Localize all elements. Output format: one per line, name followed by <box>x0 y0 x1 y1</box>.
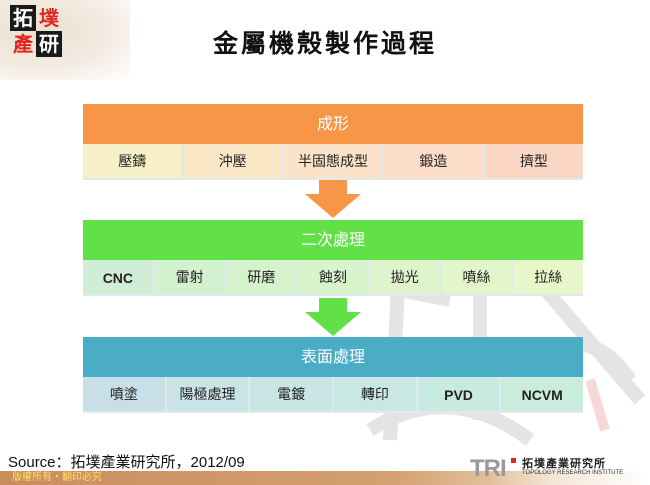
process-cell: 研磨 <box>226 260 299 296</box>
process-cell: 電鍍 <box>250 377 335 413</box>
process-cell: 鍛造 <box>384 144 485 180</box>
process-cell: 陽極處理 <box>166 377 251 413</box>
process-cell: PVD <box>417 377 502 413</box>
down-arrow-icon <box>305 298 361 336</box>
logo-char: 產 <box>13 32 33 56</box>
source-citation: Source：拓墣產業研究所，2012/09 <box>8 454 245 471</box>
section-header-surface: 表面處理 <box>83 337 583 377</box>
process-cell: 雷射 <box>154 260 227 296</box>
brand-name-en: TOPOLOGY RESEARCH INSTITUTE <box>522 470 624 476</box>
process-cell: CNC <box>83 260 155 296</box>
process-cell: 拉絲 <box>513 260 584 296</box>
process-cell: 壓鑄 <box>83 144 184 180</box>
process-cell: 擠型 <box>484 144 584 180</box>
section-forming: 成形 壓鑄 沖壓 半固態成型 鍛造 擠型 <box>83 104 584 180</box>
section-header-secondary: 二次處理 <box>83 220 583 260</box>
copyright-notice: 版權所有・翻印必究 <box>12 472 102 483</box>
surface-methods-row: 噴塗 陽極處理 電鍍 轉印 PVD NCVM <box>83 377 584 413</box>
forming-methods-row: 壓鑄 沖壓 半固態成型 鍛造 擠型 <box>83 144 584 180</box>
section-secondary-processing: 二次處理 CNC 雷射 研磨 蝕刻 拋光 噴絲 拉絲 <box>83 220 584 296</box>
topology-logo: 拓 墣 產 研 <box>10 5 62 57</box>
process-cell: 噴塗 <box>83 377 167 413</box>
process-cell: NCVM <box>501 377 584 413</box>
brand-name-cn: 拓墣產業研究所 <box>522 457 606 470</box>
tri-mark: TRI <box>470 455 507 482</box>
down-arrow-icon <box>305 180 361 218</box>
process-cell: 噴絲 <box>441 260 514 296</box>
process-cell: 蝕刻 <box>298 260 370 296</box>
secondary-methods-row: CNC 雷射 研磨 蝕刻 拋光 噴絲 拉絲 <box>83 260 584 296</box>
red-dot-icon <box>511 458 516 463</box>
process-cell: 沖壓 <box>183 144 284 180</box>
tri-brand-logo: TRI 拓墣產業研究所 TOPOLOGY RESEARCH INSTITUTE <box>470 455 650 485</box>
section-header-forming: 成形 <box>83 104 583 144</box>
logo-char: 研 <box>36 31 62 57</box>
section-surface-treatment: 表面處理 噴塗 陽極處理 電鍍 轉印 PVD NCVM <box>83 337 584 413</box>
process-cell: 轉印 <box>334 377 418 413</box>
process-cell: 半固態成型 <box>283 144 385 180</box>
logo-char: 墣 <box>39 6 59 30</box>
process-cell: 拋光 <box>369 260 442 296</box>
footer-bar <box>0 471 650 485</box>
slide-title: 金屬機殼製作過程 <box>212 29 437 58</box>
logo-char: 拓 <box>10 5 36 31</box>
